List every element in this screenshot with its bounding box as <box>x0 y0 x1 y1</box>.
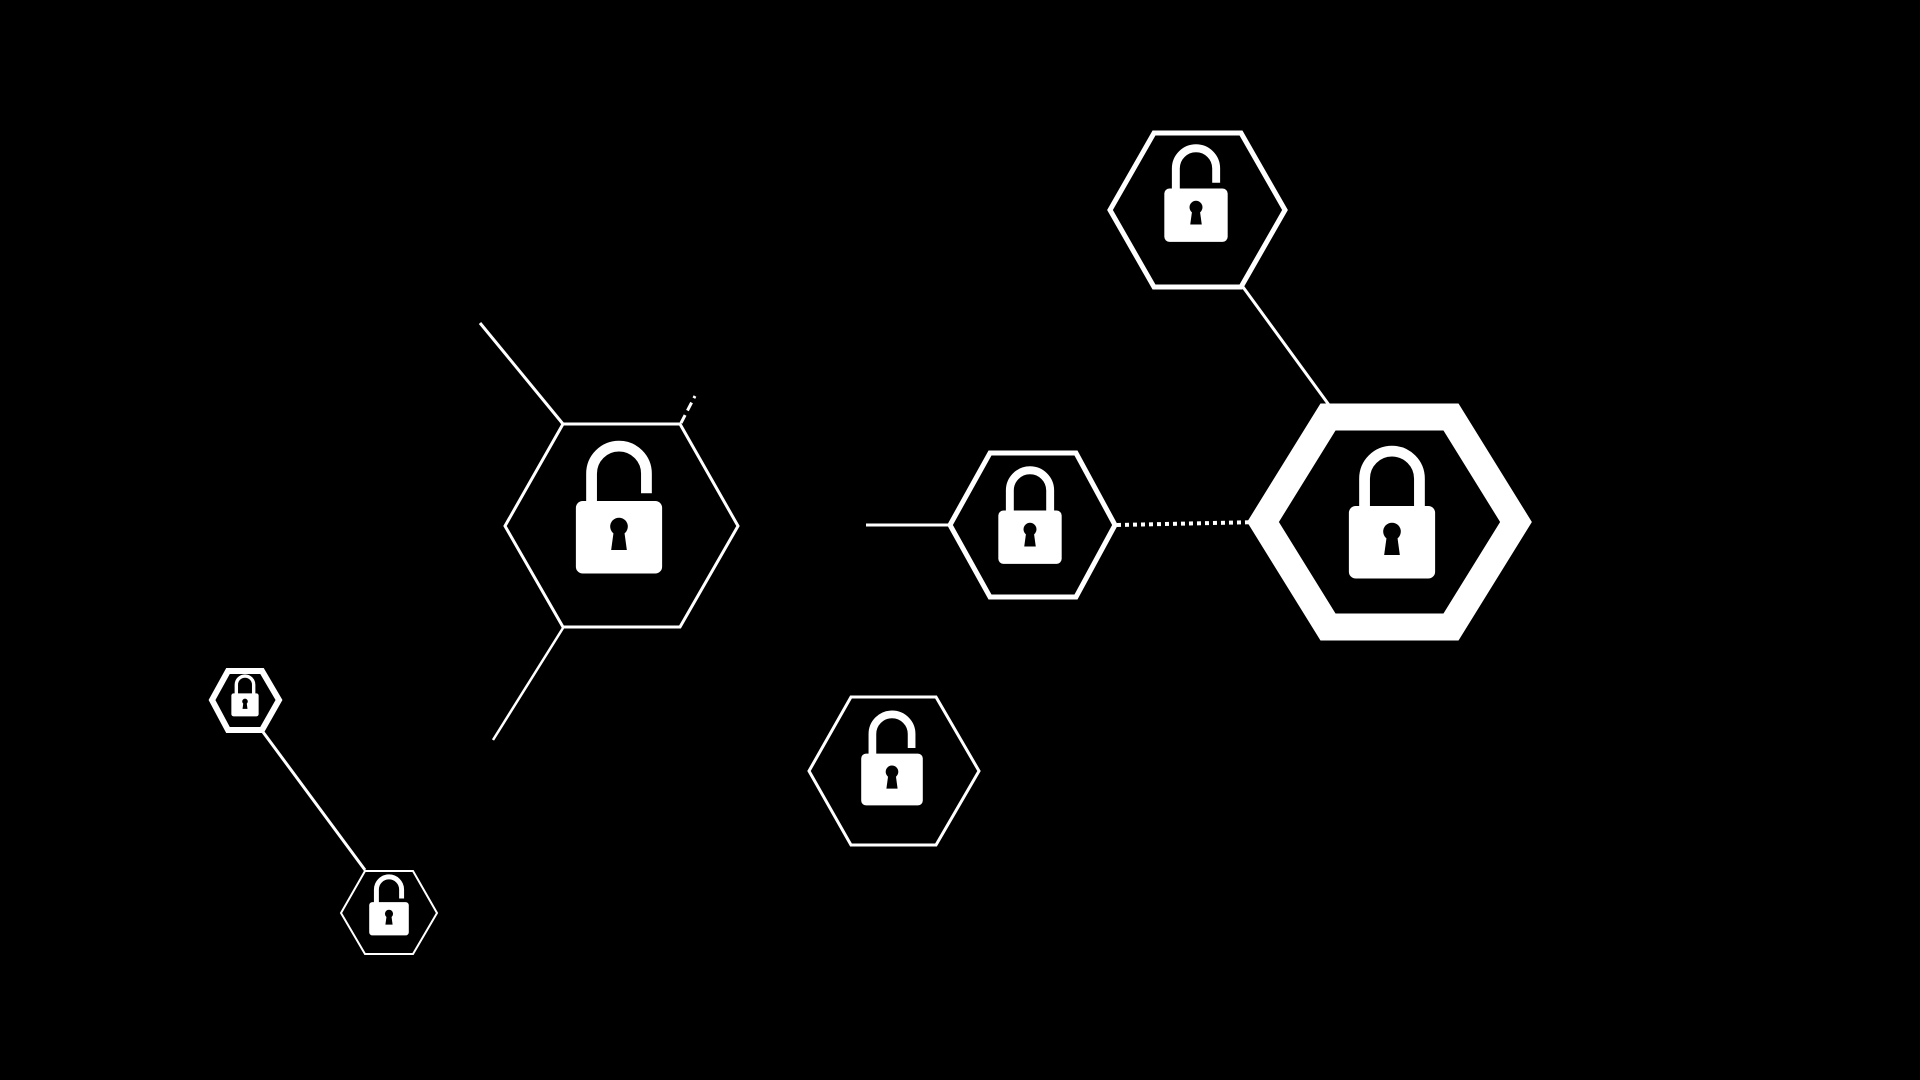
connector-line <box>1241 286 1331 406</box>
connector-dashed-stub <box>679 395 697 424</box>
connector-line <box>261 731 367 871</box>
hexagon-node-small-left <box>208 668 283 733</box>
hexagon-node-large-right <box>1247 403 1532 641</box>
connector-dotted-line <box>1116 520 1263 527</box>
hexagon-frame <box>807 695 981 847</box>
connector-line <box>491 627 565 741</box>
hexagon-frame <box>1107 130 1288 290</box>
hexagon-node-bottom-center <box>807 695 981 847</box>
hexagon-frame <box>947 450 1118 600</box>
connector-lines <box>261 286 1331 871</box>
connector-line <box>478 322 565 425</box>
hexagon-node-top-right <box>1107 130 1288 290</box>
hexagon-node-middle <box>947 450 1118 600</box>
hexagon-node-small-bottom-left <box>339 870 439 955</box>
hexagon-frame <box>1247 403 1532 641</box>
hexagon-frame <box>208 668 283 733</box>
hexagon-node-left-center <box>503 422 740 629</box>
hexagon-frame <box>339 870 439 955</box>
hexagon-frame <box>503 422 740 629</box>
